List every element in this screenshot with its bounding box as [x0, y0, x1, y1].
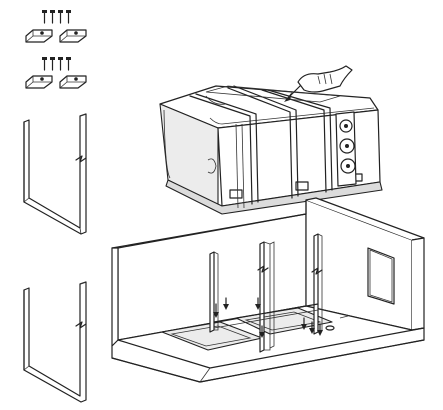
screw-icon-group [42, 57, 71, 71]
arrow-down-icon [259, 325, 265, 338]
screw-icon [42, 10, 47, 24]
loose-frame-1 [23, 113, 87, 235]
screw-icon [58, 10, 63, 24]
post [257, 241, 275, 353]
break-mark-icon [257, 265, 269, 273]
boxed-unit [159, 85, 383, 215]
screw-icon [66, 10, 71, 24]
arrow-down-icon [301, 317, 307, 330]
cabinet-posts [209, 233, 323, 353]
hardware-group-2 [25, 57, 87, 89]
break-mark-icon [75, 321, 87, 329]
install-arrows [213, 297, 323, 338]
cabinet [111, 197, 425, 383]
screw-icon-group [42, 10, 71, 24]
control-panel-icon [335, 111, 357, 187]
screw-icon [50, 57, 55, 71]
strap-band [261, 89, 333, 193]
screw-icon [58, 57, 63, 71]
break-mark-icon [75, 155, 87, 163]
screw-icon [66, 57, 71, 71]
screw-icon [42, 57, 47, 71]
bracket-icon [59, 75, 87, 89]
bracket-icon [59, 29, 87, 43]
hardware-group-1 [25, 10, 87, 43]
strap-band [189, 93, 259, 205]
hand-cutting-icon [284, 65, 353, 102]
break-mark-icon [311, 267, 323, 275]
arrow-down-icon [255, 297, 261, 310]
arrow-down-icon [223, 297, 229, 310]
arrow-down-icon [317, 323, 323, 336]
loose-frame-2 [23, 281, 87, 403]
arrow-down-icon [213, 303, 219, 318]
bracket-icon [25, 75, 53, 89]
arrow-down-icon [309, 321, 315, 334]
bracket-icon [25, 29, 53, 43]
screw-icon [50, 10, 55, 24]
